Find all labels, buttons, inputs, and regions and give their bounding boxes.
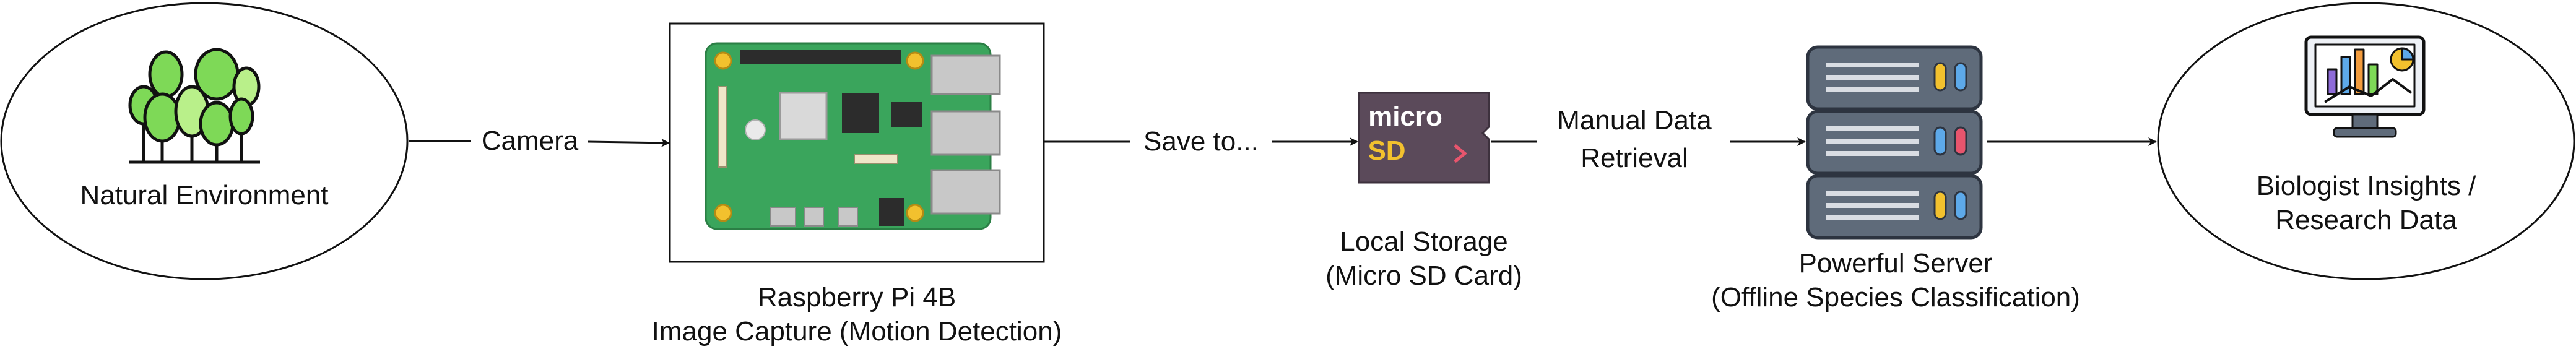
- raspberry-pi-label-line2: Image Capture (Motion Detection): [652, 316, 1062, 347]
- raspberry-pi-label-line1: Raspberry Pi 4B: [758, 282, 956, 313]
- edge-manual-label-line2: Retrieval: [1581, 143, 1688, 173]
- sd-chevron-icon: [1454, 144, 1467, 163]
- node-local-storage: micro SD Local Storage (Micro SD Card): [1325, 92, 1522, 291]
- forest-icon: [128, 48, 261, 164]
- insights-ellipse: [2157, 2, 2575, 280]
- local-storage-label-line2: (Micro SD Card): [1325, 261, 1522, 291]
- raspberry-pi-board-icon: [705, 42, 1001, 230]
- insights-label-line1: Biologist Insights /: [2257, 171, 2476, 201]
- edge-manual-label-line1: Manual Data: [1557, 105, 1712, 136]
- node-insights: Biologist Insights / Research Data: [2157, 2, 2575, 280]
- edge-camera-line-b: [588, 138, 670, 147]
- sd-card-text-bottom: SD: [1368, 136, 1405, 166]
- edge-camera: Camera: [409, 126, 670, 156]
- edge-save-to: Save to...: [1044, 126, 1358, 157]
- local-storage-label-line1: Local Storage: [1340, 227, 1508, 257]
- edge-manual-retrieval: Manual Data Retrieval: [1491, 105, 1806, 173]
- natural-environment-ellipse: [0, 2, 409, 280]
- sd-card-text-top: micro: [1368, 101, 1442, 132]
- micro-sd-card-icon: micro SD: [1358, 92, 1490, 184]
- edge-save-to-label: Save to...: [1143, 126, 1259, 157]
- node-raspberry-pi: Raspberry Pi 4B Image Capture (Motion De…: [652, 22, 1062, 347]
- server-label-line2: (Offline Species Classification): [1711, 282, 2080, 313]
- node-natural-environment: Natural Environment: [0, 2, 409, 280]
- natural-environment-label: Natural Environment: [80, 180, 328, 210]
- server-label-line1: Powerful Server: [1798, 248, 1992, 278]
- server-rack-icon: [1806, 45, 1983, 240]
- node-server: Powerful Server (Offline Species Classif…: [1711, 45, 2080, 313]
- analytics-monitor-icon: [2304, 35, 2426, 138]
- insights-label-line2: Research Data: [2275, 205, 2457, 235]
- edge-camera-label: Camera: [482, 126, 579, 156]
